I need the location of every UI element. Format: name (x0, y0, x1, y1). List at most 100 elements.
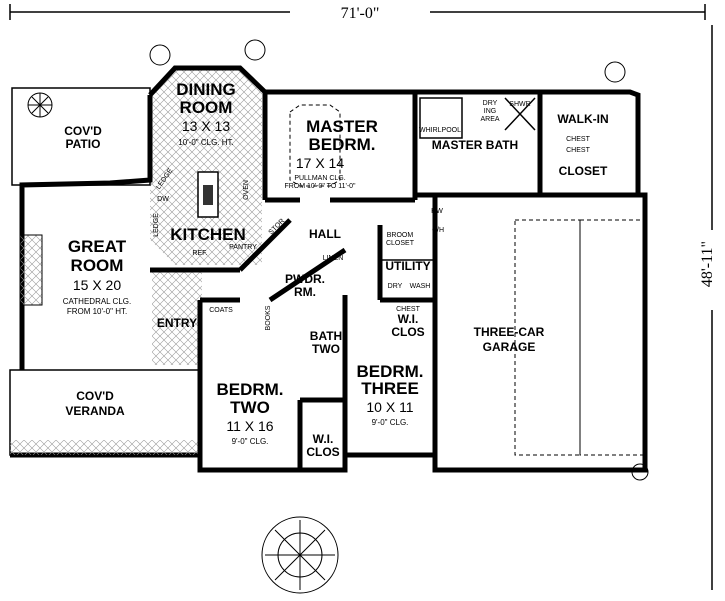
rooms-pwdr-name2-label: RM. (294, 285, 316, 299)
room-master-bath: MASTER BATH WHIRLPOOL DRY ING AREA SHWR (419, 100, 531, 152)
rooms-bed2-name2-label: TWO (230, 398, 270, 417)
rooms-dining-name2-label: ROOM (180, 98, 233, 117)
rooms-broom-name2-label: CLOSET (386, 240, 415, 247)
room-broom-closet: BROOM CLOSET (386, 232, 415, 247)
room-bath-two: BATH TWO (310, 329, 342, 356)
room-garage: THREE-CAR GARAGE (474, 325, 545, 354)
rooms-kitchen-name-label: KITCHEN (170, 225, 246, 244)
rooms-bed3-name1-label: BEDRM. (356, 362, 423, 381)
rooms-master-bath-name-label: MASTER BATH (432, 138, 518, 152)
room-walk-in-closet: WALK-IN CLOSET CHEST CHEST (557, 112, 608, 178)
rooms-bed3-closet1-label: W.I. (398, 312, 419, 326)
rooms-bed3-name2-label: THREE (361, 379, 419, 398)
rooms-walkin-chest2-label: CHEST (566, 147, 590, 154)
rooms-hall-name-label: HALL (309, 227, 341, 241)
room-utility: UTILITY DRY WASH (385, 259, 430, 290)
rooms-mech-hw-label: HW (431, 208, 443, 215)
rooms-mech-ch-label: C/H (432, 227, 444, 234)
rooms-kitchen-ref-label: REF. (192, 250, 207, 257)
fireplace-icon (19, 234, 43, 306)
rooms-master-name1-label: MASTER (306, 117, 378, 136)
depth-dimension: 48'-11" (699, 25, 716, 590)
rooms-bed2-closet2-label: CLOS (306, 445, 339, 459)
rooms-master-note2-label: FROM 10'-0" TO 11'-0" (284, 183, 356, 190)
rooms-bed2-size-label: 11 X 16 (226, 418, 273, 434)
rooms-great-note1-label: CATHEDRAL CLG. (63, 297, 131, 306)
depth-label: 48'-11" (699, 241, 716, 287)
rooms-utility-name-label: UTILITY (385, 259, 430, 273)
rooms-kitchen-ledge1-label: LEDGE (153, 213, 160, 237)
rooms-master-note1-label: PULLMAN CLG. (294, 175, 345, 182)
room-bedroom-two-details: 11 X 16 9'-0" CLG. W.I. CLOS (226, 418, 339, 459)
rooms-bed3-size-label: 10 X 11 (366, 399, 413, 415)
rooms-entry-coats-label: COATS (209, 307, 233, 314)
rooms-great-name1-label: GREAT (68, 237, 127, 256)
mechanical: HW C/H (431, 208, 444, 234)
rooms-great-size-label: 15 X 20 (73, 277, 121, 293)
rooms-kitchen-dw-label: DW (157, 196, 169, 203)
rooms-bed3-note-label: 9'-0" CLG. (372, 418, 409, 427)
rooms-garage-name1-label: THREE-CAR (474, 325, 545, 339)
garage-parking-bay (514, 219, 581, 456)
rooms-master-size-label: 17 X 14 (296, 155, 344, 171)
tree-icon (261, 516, 339, 594)
rooms-patio-name2-label: PATIO (66, 137, 101, 151)
rooms-entry-books-label: BOOKS (265, 305, 272, 330)
room-hall: HALL STOR LINEN (268, 218, 344, 262)
entry-floor (152, 270, 202, 365)
dining-kitchen-floor (150, 70, 262, 265)
room-bedroom-three: BEDRM. THREE 10 X 11 9'-0" CLG. W.I. CLO… (356, 306, 424, 427)
rooms-master-bath-drying2-label: ING (484, 108, 496, 115)
rooms-great-note2-label: FROM 10'-0" HT. (67, 307, 127, 316)
rooms-hall-linen-label: LINEN (323, 255, 344, 262)
rooms-walkin-chest1-label: CHEST (566, 136, 590, 143)
room-powder: PWDR. RM. (285, 272, 325, 299)
rooms-bed2-name1-label: BEDRM. (216, 380, 283, 399)
width-dimension: 71'-0" (9, 4, 706, 22)
cooktop-icon (203, 185, 213, 205)
rooms-bed3-closet2-label: CLOS (391, 325, 424, 339)
rooms-utility-dry-label: DRY (388, 283, 403, 290)
rooms-dining-name1-label: DINING (176, 80, 236, 99)
rooms-patio-name1-label: COV'D (64, 124, 102, 138)
room-veranda: COV'D VERANDA (65, 389, 125, 418)
rooms-master-bath-shower-label: SHWR (509, 101, 530, 108)
room-great: GREAT ROOM 15 X 20 CATHEDRAL CLG. FROM 1… (63, 237, 131, 316)
rooms-walkin-name1-label: WALK-IN (557, 112, 608, 126)
room-kitchen: KITCHEN DW REF. PANTRY LEDGE LEDGE OVEN (153, 167, 257, 257)
pullman-ceiling-outline (289, 104, 341, 187)
rooms-bed2-closet1-label: W.I. (313, 432, 334, 446)
rooms-dining-note-label: 10'-0" CLG. HT. (178, 138, 234, 147)
rooms-bed2-note-label: 9'-0" CLG. (232, 437, 269, 446)
interior-walls (150, 92, 638, 470)
room-dining: DINING ROOM 13 X 13 10'-0" CLG. HT. (176, 80, 236, 147)
rooms-master-name2-label: BEDRM. (308, 135, 375, 154)
rooms-walkin-name2-label: CLOSET (559, 164, 608, 178)
rooms-entry-name-label: ENTRY (157, 316, 197, 330)
rooms-broom-name1-label: BROOM (387, 232, 414, 239)
rooms-master-bath-drying3-label: AREA (480, 116, 499, 123)
room-entry: ENTRY COATS BOOKS (157, 305, 272, 330)
garage-parking-bay (579, 219, 646, 456)
patio-outline (11, 87, 151, 186)
rooms-great-name2-label: ROOM (71, 256, 124, 275)
room-bedroom-two: BEDRM. TWO (216, 380, 283, 417)
width-label: 71'-0" (341, 5, 380, 22)
rooms-master-bath-whirlpool-label: WHIRLPOOL (419, 127, 461, 134)
shrub-icon (27, 39, 649, 481)
rooms-kitchen-pantry-label: PANTRY (229, 244, 257, 251)
room-master-bedroom: MASTER BEDRM. 17 X 14 PULLMAN CLG. FROM … (284, 117, 377, 190)
rooms-kitchen-oven-label: OVEN (243, 180, 250, 200)
rooms-master-bath-drying1-label: DRY (483, 100, 498, 107)
rooms-garage-name2-label: GARAGE (483, 340, 536, 354)
rooms-bath2-name2-label: TWO (312, 342, 340, 356)
rooms-dining-size-label: 13 X 13 (182, 118, 230, 134)
rooms-bath2-name1-label: BATH (310, 329, 342, 343)
rooms-pwdr-name1-label: PWDR. (285, 272, 325, 286)
rooms-veranda-name2-label: VERANDA (65, 404, 125, 418)
room-patio: COV'D PATIO (64, 124, 102, 151)
whirlpool-tub-icon (419, 97, 463, 139)
rooms-bed3-chest-label: CHEST (396, 306, 420, 313)
rooms-utility-wash-label: WASH (410, 283, 431, 290)
